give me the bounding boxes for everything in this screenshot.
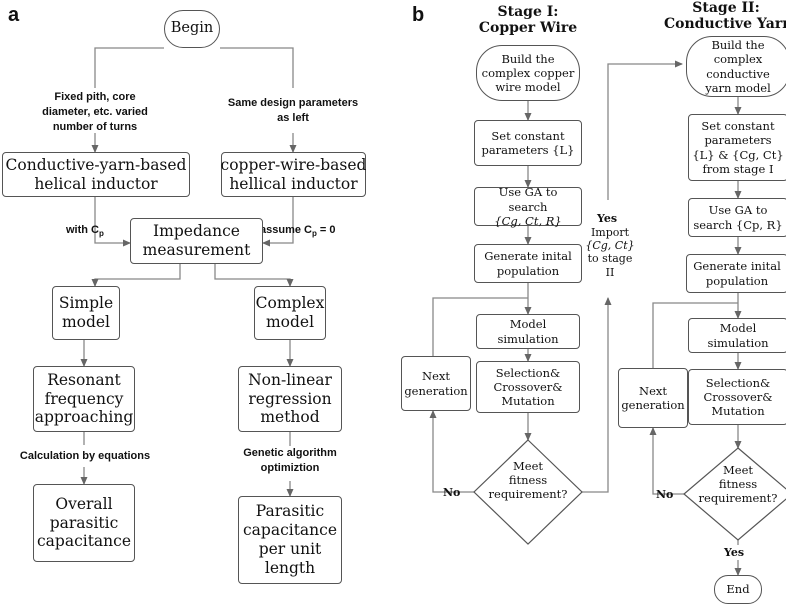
edge-s2-no-next: [649, 427, 684, 495]
s2-set-params-node: Set constant parameters {L} & {Cg, Ct} f…: [688, 114, 786, 181]
edge-s1-next-loop: [432, 297, 528, 356]
edge-s1-no-next: [429, 410, 474, 493]
panel-letter-b: b: [412, 4, 425, 26]
s2-use-ga-node: Use GA to search {Cp, R}: [688, 198, 786, 237]
edge-copper-down: [262, 197, 294, 247]
stage1-title: Stage I: Copper Wire: [478, 4, 578, 37]
edge-imp-right: [214, 264, 294, 287]
right-input-label: Same design parameters as left: [227, 97, 359, 124]
panel-letter-a: a: [8, 4, 20, 26]
edge-begin-right: [220, 47, 294, 88]
s1-use-ga-node: Use GA to search {Cg, Ct, R}: [474, 185, 582, 228]
s1-selection-node: Selection& Crossover& Mutation: [476, 361, 580, 413]
s1-generate-node: Generate inital population: [474, 244, 582, 283]
stage2-title: Stage II: Conductive Yarn: [664, 0, 786, 33]
per-unit-capacitance-node: Parasitic capacitance per unit length: [238, 496, 342, 584]
s2-yes-label: Yes: [724, 546, 745, 559]
complex-model-node: Complex model: [254, 286, 326, 340]
copper-wire-inductor-node: copper-wire-based hellical inductor: [221, 152, 366, 197]
s2-no-label: No: [656, 488, 674, 501]
resonant-frequency-node: Resonant frequency approaching: [33, 366, 135, 432]
edge-imp-left: [91, 264, 181, 287]
s2-build-model-node: Build the complex conductive yarn model: [686, 36, 786, 97]
edge-yarn-down: [94, 197, 131, 247]
s2-model-sim-node: Model simulation: [688, 318, 786, 353]
edge-s1-to-stage2: [607, 60, 683, 200]
s2-meet-diamond: [683, 447, 786, 541]
s1-import-label: Import {Cg, Ct} to stage II: [585, 226, 635, 279]
nonlinear-regression-node: Non-linear regression method: [238, 366, 342, 432]
edge-begin-left: [94, 47, 164, 88]
s2-meet-label: Meet fitness requirement?: [698, 463, 778, 505]
s2-generate-node: Generate inital population: [686, 254, 786, 293]
simple-model-node: Simple model: [52, 286, 120, 340]
calculation-label: Calculation by equations: [19, 450, 151, 462]
s1-model-sim-node: Model simulation: [476, 314, 580, 349]
begin-node: Begin: [164, 10, 220, 48]
edge-s2-next-loop: [652, 302, 738, 368]
s2-next-gen-node: Next generation: [618, 368, 688, 428]
s1-meet-diamond: [473, 439, 583, 545]
ga-optimization-label: Genetic algorithm optimiztion: [243, 447, 337, 474]
s1-set-params-node: Set constant parameters {L}: [474, 120, 582, 166]
assume-cp-label: assume Cp = 0: [260, 224, 336, 239]
left-input-label: Fixed pith, core diameter, etc. varied n…: [42, 91, 148, 133]
s1-yes-label: Yes: [597, 212, 618, 225]
s1-no-label: No: [443, 486, 461, 499]
edge-s1-yes-up: [582, 297, 612, 493]
s2-end-node: End: [714, 575, 762, 604]
s2-selection-node: Selection& Crossover& Mutation: [688, 369, 786, 425]
conductive-yarn-inductor-node: Conductive-yarn-based helical inductor: [2, 152, 190, 197]
with-cp-label: with Cp: [66, 224, 104, 239]
s1-build-model-node: Build the complex copper wire model: [476, 45, 580, 101]
overall-capacitance-node: Overall parasitic capacitance: [33, 484, 135, 562]
s1-next-gen-node: Next generation: [401, 356, 471, 411]
impedance-measurement-node: Impedance measurement: [130, 218, 263, 264]
s1-meet-label: Meet fitness requirement?: [488, 459, 568, 501]
